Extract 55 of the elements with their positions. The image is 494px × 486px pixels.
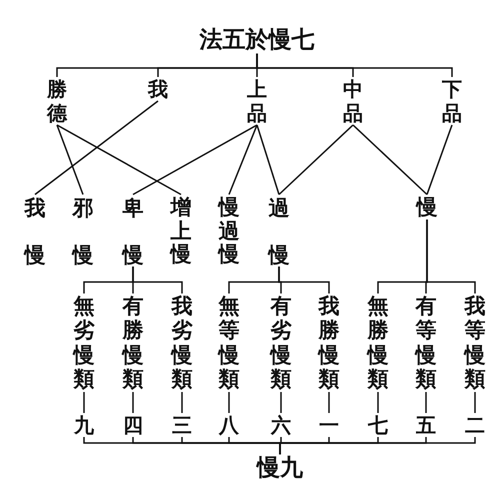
connector-line xyxy=(279,437,476,454)
subtype-label: 我劣慢類 xyxy=(170,294,194,392)
connector-line xyxy=(132,124,258,196)
connector-line xyxy=(278,266,330,294)
subtype-label: 有劣慢類 xyxy=(270,294,292,392)
category-label: 上品 xyxy=(246,77,268,125)
connector-line xyxy=(425,392,427,413)
connector-line xyxy=(256,124,280,195)
heading-text: 法五於慢七 xyxy=(196,26,318,54)
term-label: 慢過慢 xyxy=(218,194,240,266)
numeral-label: 六 xyxy=(270,413,292,437)
connector-line xyxy=(83,392,85,413)
numeral-label: 五 xyxy=(415,413,437,437)
connector-line xyxy=(34,100,158,196)
connector-line xyxy=(56,124,84,195)
connector-line xyxy=(352,124,428,196)
category-label: 下品 xyxy=(441,77,463,125)
connector-line xyxy=(228,392,230,413)
total-label: 慢九 xyxy=(254,454,306,482)
connector-line xyxy=(132,392,134,413)
term-label: 邪慢 xyxy=(72,194,94,266)
connector-line xyxy=(228,124,258,195)
connector-line xyxy=(474,392,476,413)
subtype-label: 無等慢類 xyxy=(218,294,240,392)
category-label: 中品 xyxy=(342,77,364,125)
connector-line xyxy=(426,220,476,294)
numeral-label: 七 xyxy=(367,413,389,437)
numeral-label: 二 xyxy=(464,413,486,437)
connector-line xyxy=(280,392,282,413)
connector-line xyxy=(256,54,453,77)
subtype-label: 有勝慢類 xyxy=(122,294,144,392)
connector-line xyxy=(132,266,183,294)
connector-line xyxy=(377,392,379,413)
subtype-label: 無劣慢類 xyxy=(72,294,96,392)
numeral-label: 八 xyxy=(218,413,240,437)
term-label: 我慢 xyxy=(24,194,46,266)
subtype-label: 我等慢類 xyxy=(464,294,486,392)
connector-line xyxy=(426,124,453,195)
category-label: 我 xyxy=(147,77,169,101)
term-label: 卑慢 xyxy=(122,194,144,266)
connector-line xyxy=(181,392,183,413)
numeral-label: 四 xyxy=(122,413,144,437)
connector-line xyxy=(278,124,354,196)
term-label: 過慢 xyxy=(268,194,290,266)
numeral-label: 三 xyxy=(171,413,193,437)
connector-line xyxy=(328,392,330,413)
term-label: 增上慢 xyxy=(170,194,192,266)
numeral-label: 一 xyxy=(318,413,340,437)
subtype-label: 無勝慢類 xyxy=(366,294,390,392)
connector-line xyxy=(56,124,182,196)
subtype-label: 有等慢類 xyxy=(414,294,438,392)
term-label: 慢 xyxy=(416,194,438,220)
subtype-label: 我勝慢類 xyxy=(318,294,340,392)
category-label: 勝德 xyxy=(46,77,68,125)
numeral-label: 九 xyxy=(73,413,95,437)
